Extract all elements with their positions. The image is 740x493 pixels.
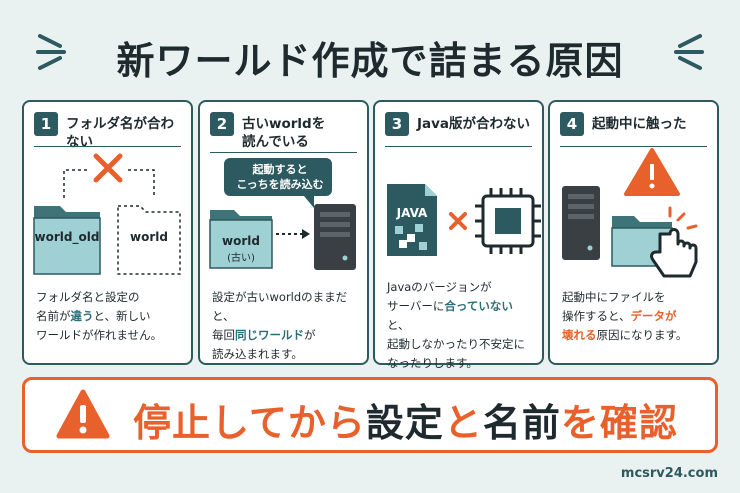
- startup-touch-illustration: [562, 148, 698, 278]
- java-mismatch-illustration: [387, 184, 541, 256]
- desc-text: 起動中にファイルを: [562, 290, 666, 304]
- desc-text: Javaのバージョンが: [387, 280, 492, 294]
- java-file-icon: [387, 184, 437, 256]
- card-number: 3: [385, 112, 409, 136]
- spark-right-icon: [674, 34, 704, 70]
- card-number: 2: [210, 112, 234, 136]
- desc-text: と、: [387, 318, 410, 332]
- page-title: 新ワールド作成で詰まる原因: [116, 38, 624, 83]
- card-java-version: 3 Java版が合わない: [373, 100, 544, 370]
- card-header: 4 起動中に触った: [560, 112, 709, 136]
- desc-text: フォルダ名と設定の: [36, 290, 140, 304]
- folder-sub-label: (古い): [227, 253, 255, 264]
- bubble-line: 起動すると: [252, 163, 308, 176]
- desc-highlight: 壊れる: [562, 328, 597, 342]
- cross-icon: [93, 153, 123, 183]
- folder-label: world: [222, 234, 260, 248]
- banner-text-part: 停止してから: [133, 401, 366, 445]
- card-number: 4: [560, 112, 584, 136]
- spark-left-icon: [36, 34, 66, 70]
- server-icon: [314, 204, 356, 270]
- desc-text: ワールドが作れません。: [36, 328, 163, 342]
- card-header: 2 古いworldを読んでいる: [210, 112, 359, 151]
- card-description: フォルダ名と設定の 名前が違うと、新しい ワールドが作れません。: [36, 288, 181, 345]
- banner-text-part: を確認: [560, 401, 678, 445]
- folder-label-new: world: [130, 230, 168, 244]
- cpu-chip-icon: [475, 188, 541, 254]
- divider: [560, 146, 707, 147]
- desc-text: 読み込まれます。: [212, 347, 303, 361]
- desc-text: なったりします。: [387, 356, 478, 370]
- hand-pointer-icon: [650, 228, 698, 278]
- title-row: 新ワールド作成で詰まる原因: [0, 22, 740, 92]
- folder-label-old: world_old: [34, 230, 100, 244]
- desc-text: 設定が古いworldのままだと、: [212, 290, 348, 323]
- server-icon: [562, 186, 600, 260]
- desc-text: と、新しい: [93, 309, 151, 323]
- card-old-world: 2 古いworldを読んでいる 起動すると こっちを読み込む world (古い…: [198, 100, 369, 365]
- desc-text: 起動しなかったり不安定に: [387, 337, 525, 351]
- divider: [385, 146, 532, 147]
- card-description: 設定が古いworldのままだと、 毎回同じワールドが 読み込まれます。: [212, 288, 357, 364]
- desc-text: 操作すると、: [562, 309, 631, 323]
- desc-text: 名前が: [36, 309, 71, 323]
- card-title: 古いworldを読んでいる: [242, 116, 326, 150]
- old-world-illustration: [209, 158, 356, 270]
- banner-message: 停止してから設定と名前を確認: [133, 392, 678, 447]
- warning-banner: 停止してから設定と名前を確認: [22, 377, 718, 453]
- desc-text: 毎回: [212, 328, 235, 342]
- dashed-folder-icon: [117, 205, 181, 275]
- warning-icon: [56, 389, 110, 439]
- desc-highlight: 合っていない: [444, 299, 513, 313]
- banner-text-part: 名前: [482, 401, 561, 445]
- divider: [34, 146, 181, 147]
- desc-text: が: [304, 328, 316, 342]
- card-touched-during-startup: 4 起動中に触った 起動中にファイルを 操作すると、データが 壊れる原因に: [548, 100, 719, 365]
- card-title: 起動中に触った: [592, 116, 687, 132]
- card-description: 起動中にファイルを 操作すると、データが 壊れる原因になります。: [562, 288, 707, 345]
- desc-highlight: データが: [630, 309, 677, 323]
- java-file-label: JAVA: [396, 206, 428, 220]
- desc-highlight: 同じワールド: [235, 328, 304, 342]
- card-description: Javaのバージョンが サーバーに合っていないと、 起動しなかったり不安定に な…: [387, 278, 532, 373]
- site-url: mcsrv24.com: [620, 466, 718, 481]
- card-folder-name: 1 フォルダ名が合わない world_old world フォルダ名と設定の 名…: [22, 100, 193, 365]
- folder-icon: [33, 206, 101, 275]
- warning-icon: [624, 148, 680, 196]
- folder-mismatch-illustration: [33, 153, 181, 275]
- speech-bubble-text: 起動すると こっちを読み込む: [226, 162, 334, 192]
- desc-text: 原因になります。: [596, 328, 688, 342]
- card-number: 1: [34, 112, 58, 136]
- card-header: 3 Java版が合わない: [385, 112, 534, 136]
- cross-icon: [449, 212, 467, 230]
- desc-highlight: 違う: [70, 309, 94, 323]
- banner-text-part: と: [443, 401, 483, 445]
- divider: [210, 152, 357, 153]
- bubble-line: こっちを読み込む: [236, 178, 324, 191]
- desc-text: サーバーに: [387, 299, 445, 313]
- folder-icon: [209, 210, 273, 269]
- speech-bubble: [224, 158, 332, 208]
- card-title: Java版が合わない: [417, 116, 531, 132]
- banner-text-part: 設定: [365, 401, 444, 445]
